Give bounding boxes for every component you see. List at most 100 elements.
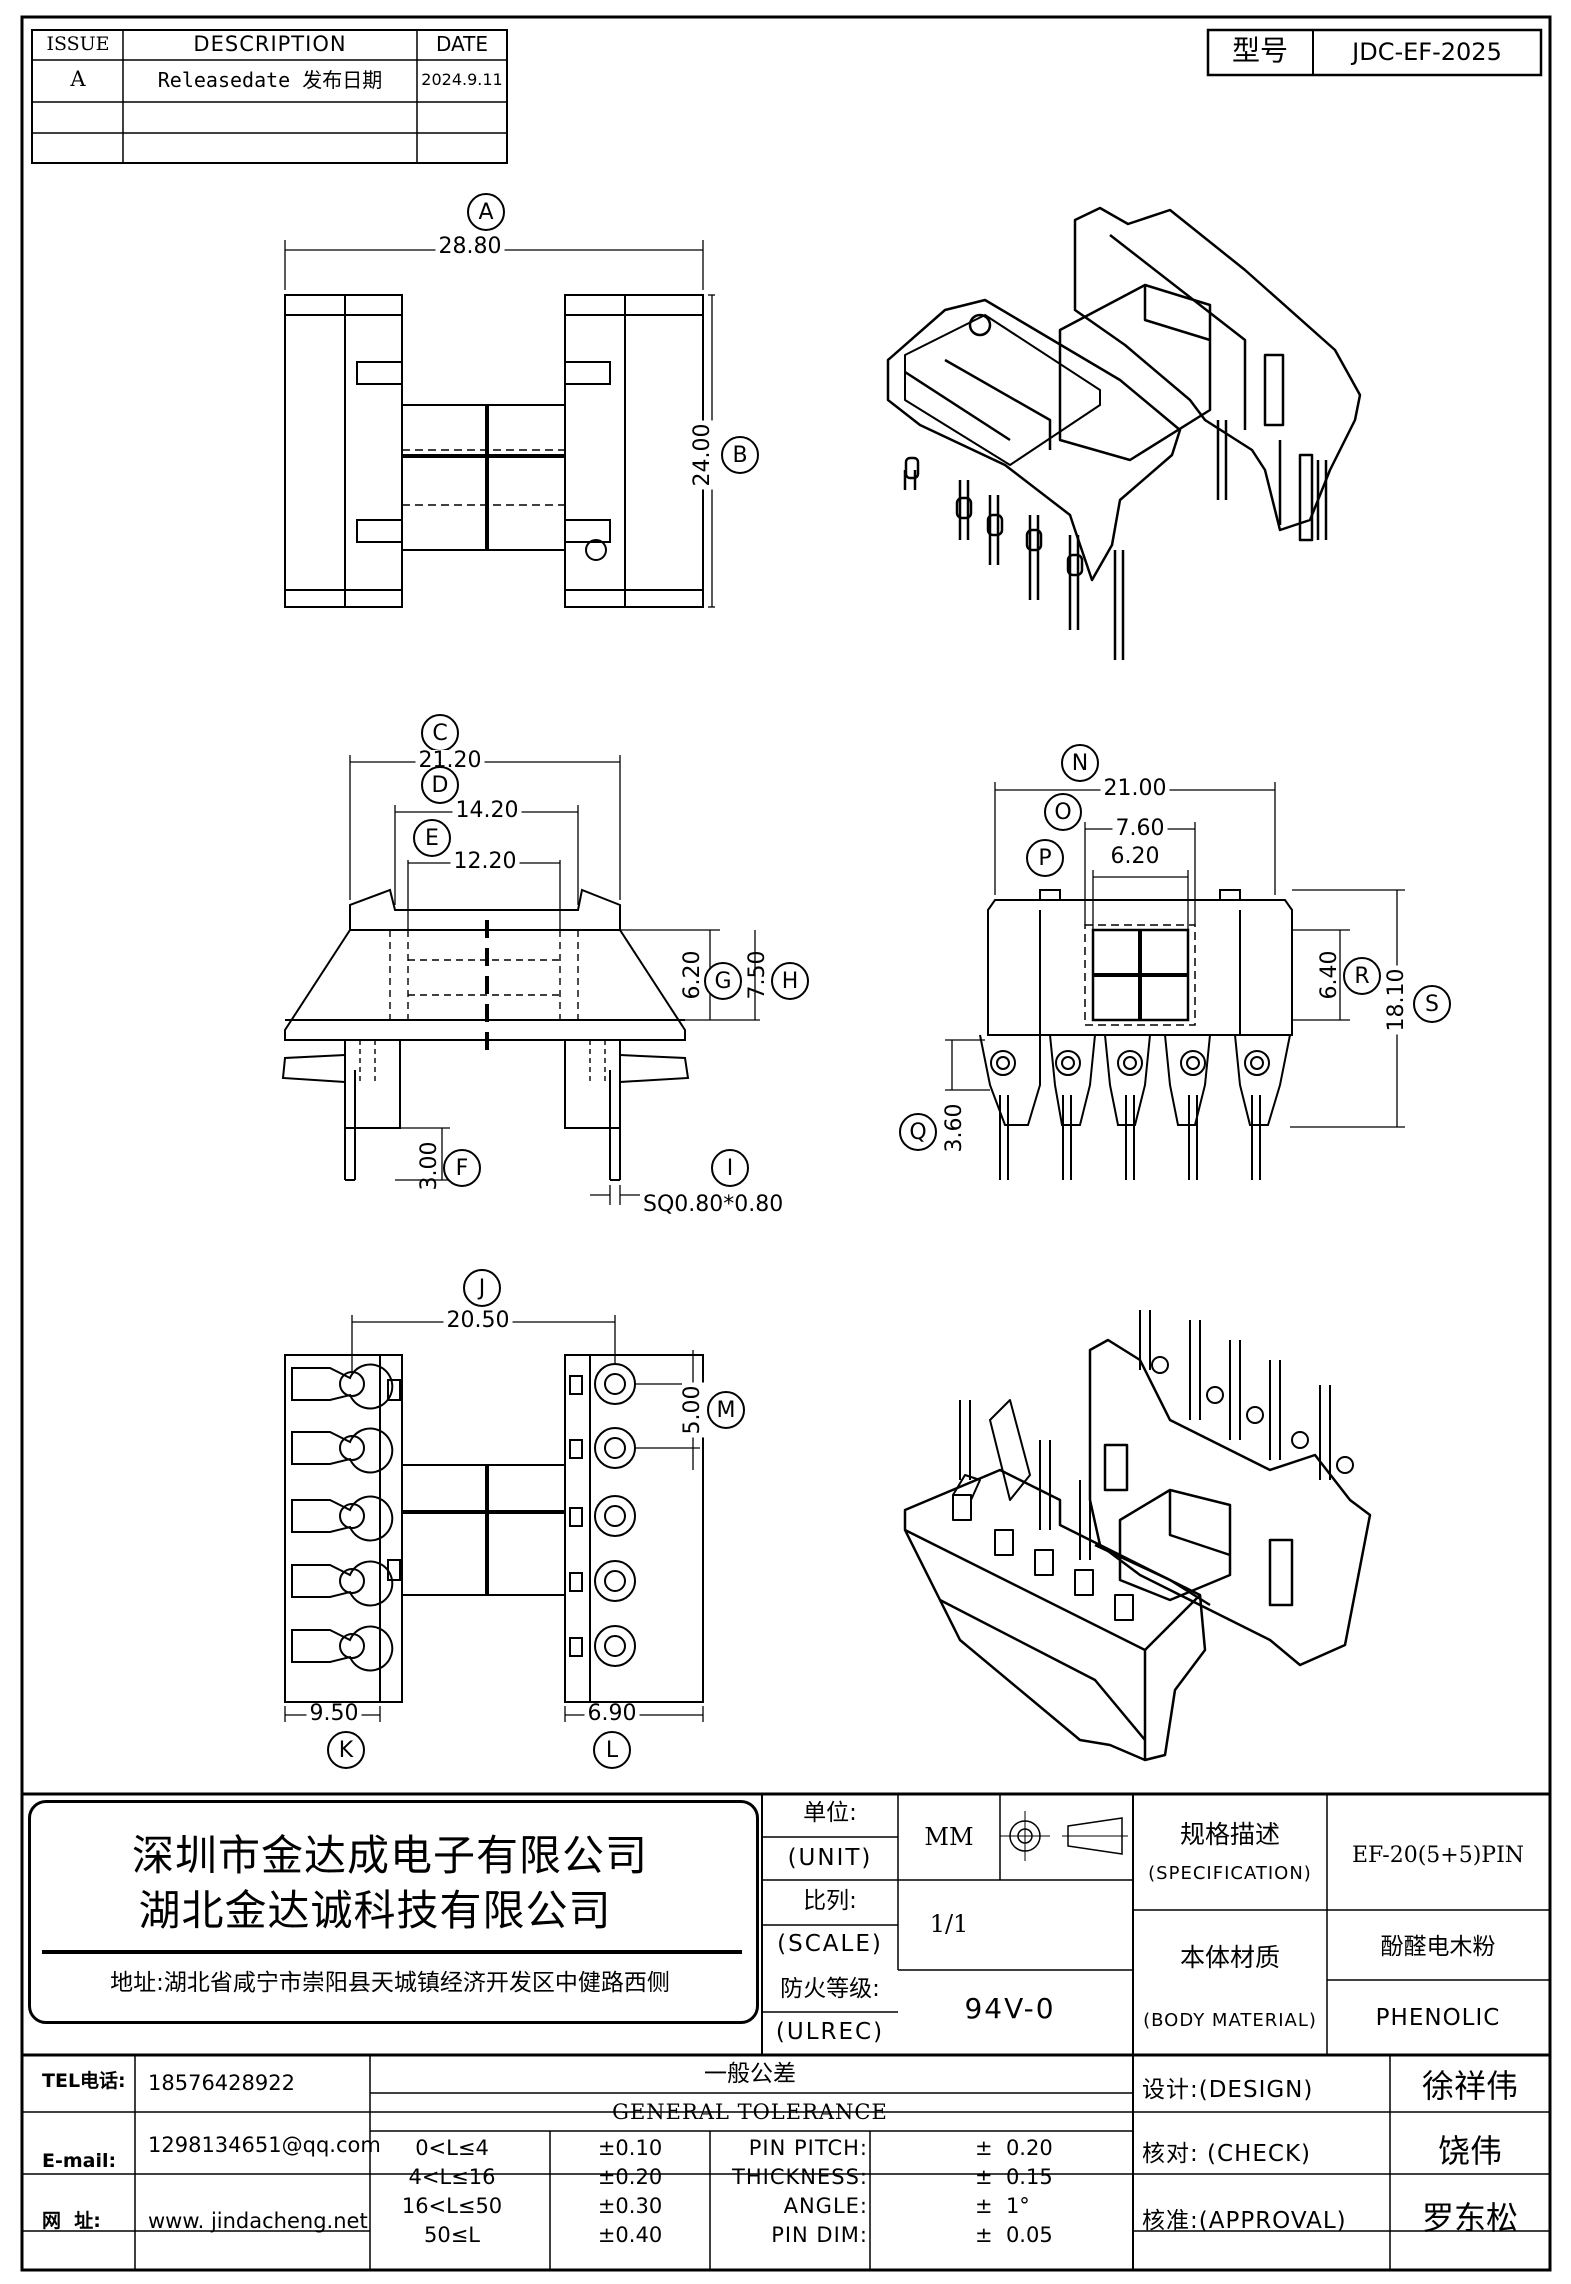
dim-o-value: 7.60 xyxy=(1112,818,1168,840)
dim-bubble-o: O xyxy=(1044,793,1082,831)
side-pins xyxy=(979,1034,1291,1180)
design-label: 设计:(DESIGN) xyxy=(1142,2077,1314,2103)
tolerance-value: ±0.10 xyxy=(597,2136,663,2160)
dim-q-value: 3.60 xyxy=(942,1103,967,1153)
dim-h-value: 7.50 xyxy=(745,950,770,1000)
material-value-en: PHENOLIC xyxy=(1375,2005,1501,2031)
dim-k-value: 9.50 xyxy=(306,1703,362,1725)
dim-n-value: 21.00 xyxy=(1100,778,1170,800)
tolerance-param-value: ± 0.05 xyxy=(975,2223,1053,2247)
material-label-en: (BODY MATERIAL) xyxy=(1143,2010,1317,2031)
tolerance-range: 0<L≤4 xyxy=(415,2136,489,2160)
company-address: 地址:湖北省咸宁市崇阳县天城镇经济开发区中健路西侧 xyxy=(110,1970,670,1996)
company-name-1: 深圳市金达成电子有限公司 xyxy=(131,1831,649,1880)
fire-value: 94V-0 xyxy=(964,1992,1056,2025)
dim-r-value: 6.40 xyxy=(1317,950,1342,1000)
web-value[interactable]: www. jindacheng.net xyxy=(148,2209,368,2233)
tolerance-range: 4<L≤16 xyxy=(408,2165,496,2189)
dim-p-value: 6.20 xyxy=(1110,844,1160,869)
dim-d-value: 14.20 xyxy=(452,800,522,822)
tolerance-title-cn: 一般公差 xyxy=(704,2061,796,2087)
model-label: 型号 xyxy=(1231,34,1289,67)
dim-e-value: 12.20 xyxy=(450,851,520,873)
unit-label-en: (UNIT) xyxy=(787,1845,873,1871)
tel-value[interactable]: 18576428922 xyxy=(148,2071,295,2095)
rev-header-description: DESCRIPTION xyxy=(193,32,347,56)
dim-bubble-r: R xyxy=(1343,957,1381,995)
design-name: 徐祥伟 xyxy=(1421,2067,1519,2105)
tolerance-value: ±0.30 xyxy=(597,2194,663,2218)
dim-i-value: SQ0.80*0.80 xyxy=(643,1192,784,1217)
dim-bubble-s: S xyxy=(1413,985,1451,1023)
dim-bubble-b: B xyxy=(721,436,759,474)
dim-s-value: 18.10 xyxy=(1384,965,1409,1035)
company-box xyxy=(28,1800,759,2024)
dim-j-value: 20.50 xyxy=(443,1310,513,1332)
tolerance-param-value: ± 1° xyxy=(975,2194,1030,2218)
fire-label-cn: 防火等级: xyxy=(780,1976,880,2002)
dim-bubble-p: P xyxy=(1026,839,1064,877)
tolerance-param-value: ± 0.15 xyxy=(975,2165,1053,2189)
approval-label: 核准:(APPROVAL) xyxy=(1142,2208,1347,2234)
tolerance-param-value: ± 0.20 xyxy=(975,2136,1053,2160)
dim-bubble-q: Q xyxy=(899,1113,937,1151)
dim-l-value: 6.90 xyxy=(584,1703,640,1725)
dim-bubble-n: N xyxy=(1061,744,1099,782)
tolerance-range: 16<L≤50 xyxy=(401,2194,503,2218)
unit-label-cn: 单位: xyxy=(803,1800,857,1826)
tolerance-param-name: THICKNESS: xyxy=(732,2165,868,2189)
dim-bubble-h: H xyxy=(771,962,809,1000)
company-name-2: 湖北金达诚科技有限公司 xyxy=(138,1886,612,1935)
rev-description: Releasedate 发布日期 xyxy=(157,68,383,92)
dim-m-value: 5.00 xyxy=(680,1382,705,1438)
scale-label-en: (SCALE) xyxy=(777,1931,883,1957)
dim-bubble-l: L xyxy=(593,1731,631,1769)
web-label: 网 址: xyxy=(42,2210,101,2232)
dim-bubble-c: C xyxy=(421,714,459,752)
rev-issue: A xyxy=(70,67,86,91)
spec-value: EF-20(5+5)PIN xyxy=(1351,1843,1525,1868)
email-value[interactable]: 1298134651@qq.com xyxy=(148,2133,381,2157)
material-value-cn: 酚醛电木粉 xyxy=(1380,1934,1496,1960)
dim-bubble-a: A xyxy=(467,193,505,231)
dim-a-value: 28.80 xyxy=(435,236,505,258)
dim-bubble-m: M xyxy=(707,1391,745,1429)
dim-g-value: 6.20 xyxy=(680,950,705,1000)
dim-bubble-d: D xyxy=(421,766,459,804)
dim-bubble-j: J xyxy=(463,1269,501,1307)
fire-label-en: (ULREC) xyxy=(775,2019,885,2045)
rev-header-issue: ISSUE xyxy=(46,33,110,55)
dim-b-value: 24.00 xyxy=(690,420,715,490)
dim-bubble-k: K xyxy=(327,1731,365,1769)
tolerance-param-name: PIN DIM: xyxy=(771,2223,868,2247)
spec-label-cn: 规格描述 xyxy=(1179,1820,1281,1849)
bottom-pads-left xyxy=(291,1363,401,1672)
dim-f-value: 3.00 xyxy=(417,1141,442,1191)
dim-bubble-e: E xyxy=(413,819,451,857)
rev-date: 2024.9.11 xyxy=(421,70,503,89)
scale-label-cn: 比列: xyxy=(803,1888,857,1914)
tel-label: TEL电话: xyxy=(42,2070,126,2092)
tolerance-param-name: PIN PITCH: xyxy=(748,2136,868,2160)
dim-bubble-f: F xyxy=(443,1149,481,1187)
unit-value: MM xyxy=(924,1823,974,1851)
tolerance-title-en: GENERAL TOLERANCE xyxy=(612,2100,888,2124)
dim-bubble-i: I xyxy=(711,1149,749,1187)
company-divider xyxy=(42,1950,742,1954)
tolerance-range: 50≤L xyxy=(423,2223,481,2247)
scale-value: 1/1 xyxy=(929,1910,969,1938)
spec-label-en: (SPECIFICATION) xyxy=(1148,1863,1312,1884)
check-label: 核对: (CHECK) xyxy=(1142,2141,1312,2167)
email-label: E-mail: xyxy=(42,2150,117,2172)
model-value: JDC-EF-2025 xyxy=(1352,38,1502,66)
material-label-cn: 本体材质 xyxy=(1179,1943,1281,1972)
check-name: 饶伟 xyxy=(1437,2132,1503,2170)
rev-header-date: DATE xyxy=(435,32,489,56)
tolerance-value: ±0.40 xyxy=(597,2223,663,2247)
tolerance-value: ±0.20 xyxy=(597,2165,663,2189)
